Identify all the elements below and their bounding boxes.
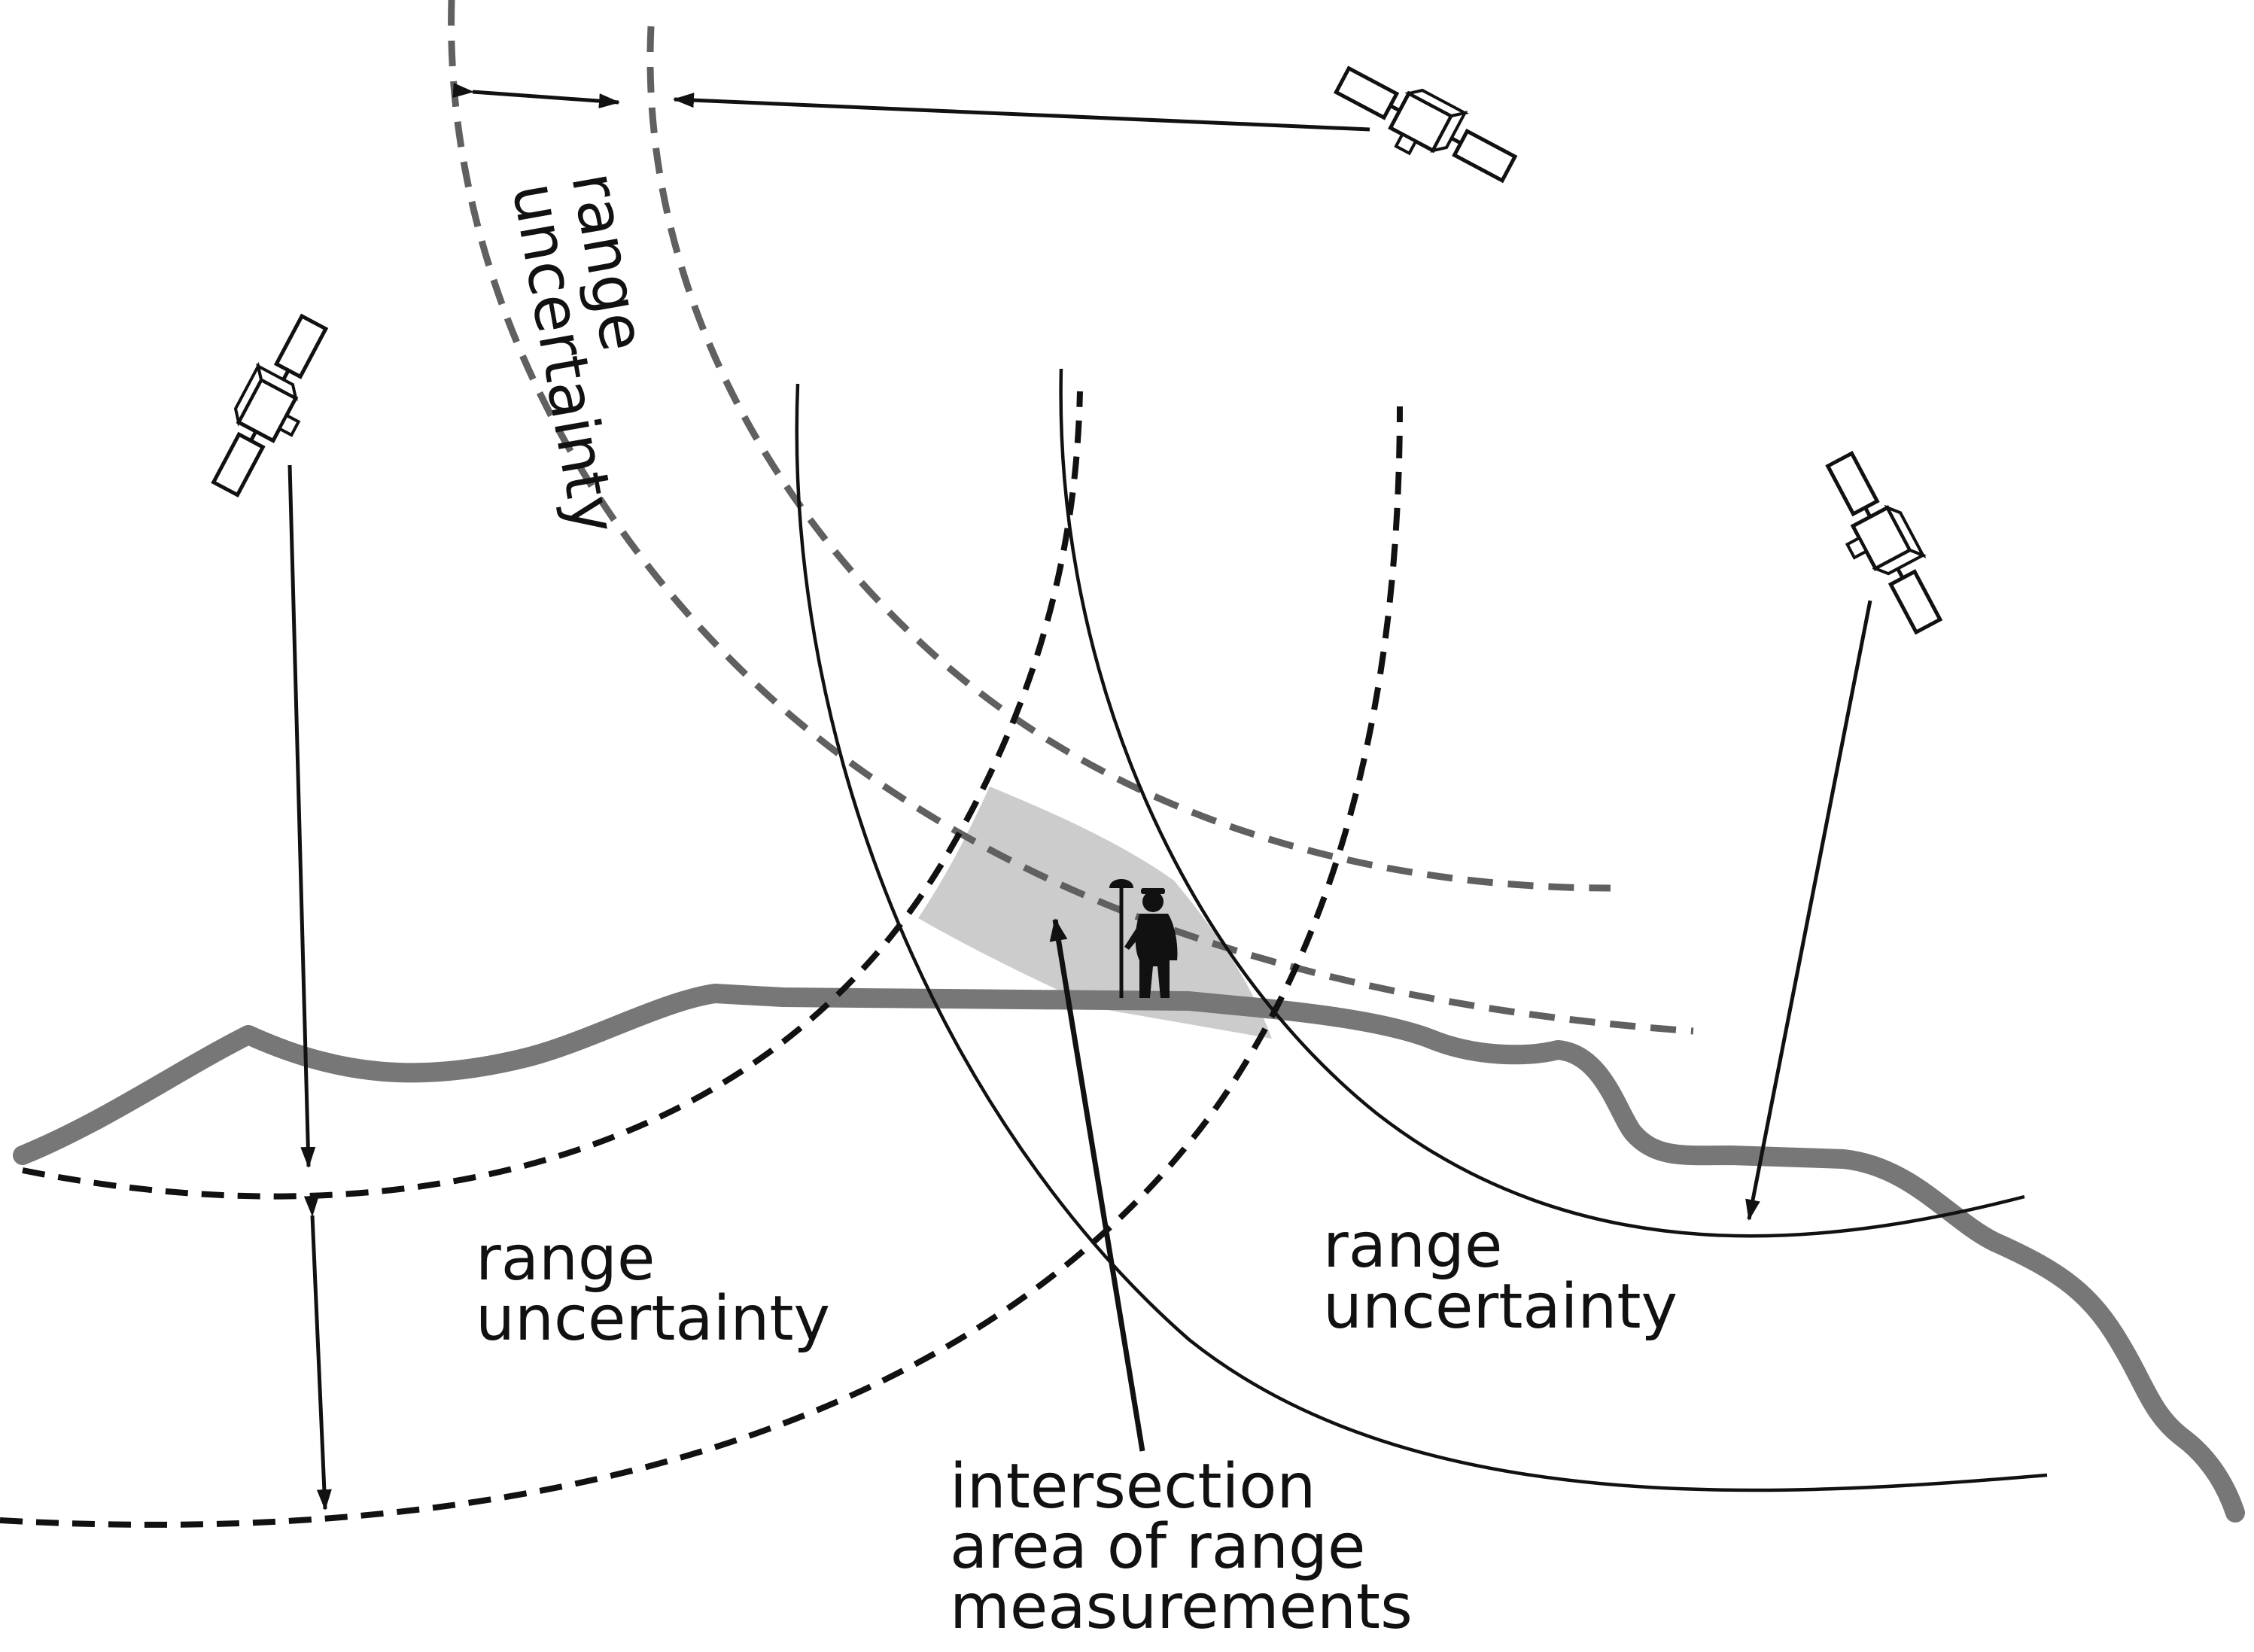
- satellite-icon: [211, 313, 329, 498]
- range-line-top-satellite: [673, 93, 1370, 132]
- surveyor-icon: [1124, 888, 1178, 998]
- intersection-area: [918, 786, 1272, 1039]
- range-line-left-satellite: [287, 464, 316, 1168]
- terrain-line: [13, 984, 2245, 1523]
- gnss-antenna-icon: [1109, 879, 1133, 998]
- left-label-line-1: range: [476, 1223, 655, 1295]
- left-range-uncertainty-label: range uncertainty: [476, 1223, 830, 1355]
- range-arc-top-outer: [448, 0, 1694, 1035]
- intersection-label-line-3: measurements: [950, 1571, 1413, 1643]
- range-line-right-satellite: [1745, 600, 1872, 1221]
- top-range-uncertainty-label: range uncertainty: [498, 167, 659, 539]
- range-arc-left-outer: [0, 406, 1403, 1528]
- satellite-icon: [1333, 65, 1518, 184]
- intersection-label: intersection area of range measurements: [950, 1451, 1413, 1643]
- satellite-icon: [1825, 450, 1943, 635]
- right-label-line-1: range: [1323, 1210, 1502, 1282]
- intersection-label-line-2: area of range: [950, 1511, 1365, 1583]
- range-arc-top-inner: [646, 26, 1611, 892]
- top-uncertainty-arrow: [452, 83, 620, 109]
- range-arc-right-outer: [795, 383, 2048, 1492]
- right-range-uncertainty-label: range uncertainty: [1323, 1210, 1678, 1343]
- range-arc-right-inner: [1059, 368, 2025, 1238]
- intersection-pointer-arrow: [1049, 918, 1145, 1452]
- right-label-line-2: uncertainty: [1323, 1271, 1678, 1343]
- intersection-label-line-1: intersection: [950, 1451, 1316, 1523]
- left-uncertainty-arrow: [303, 1195, 332, 1511]
- range-arc-left-inner: [22, 391, 1083, 1200]
- left-label-line-2: uncertainty: [476, 1283, 830, 1355]
